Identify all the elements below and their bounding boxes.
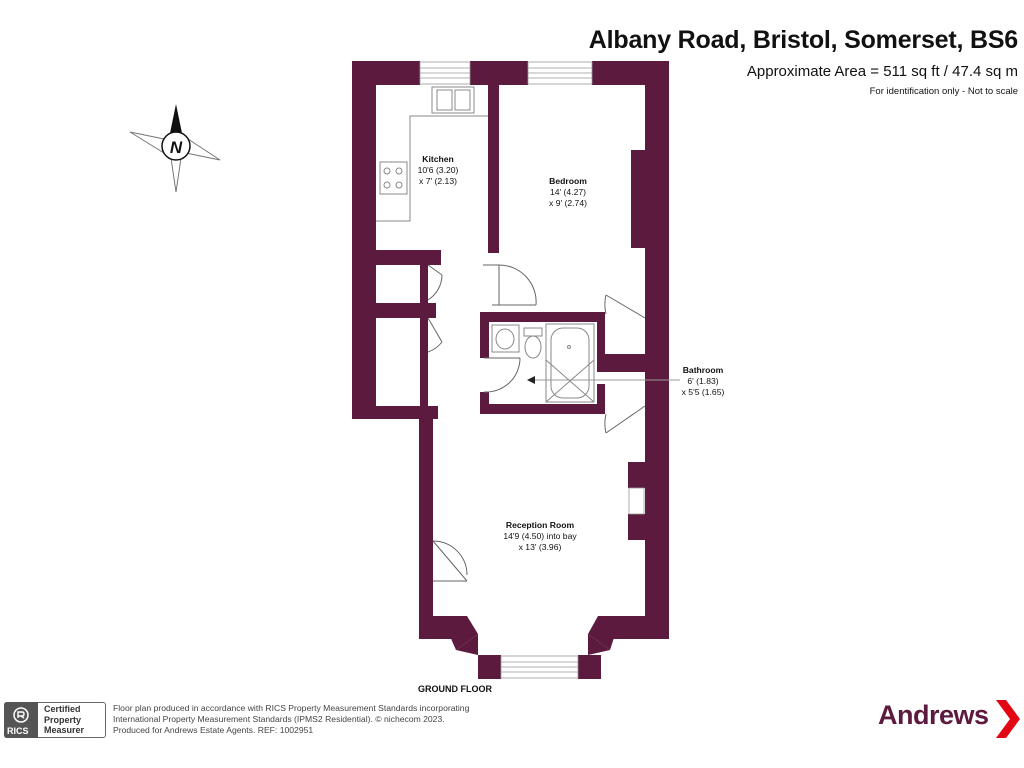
approximate-area: Approximate Area = 511 sq ft / 47.4 sq m: [746, 63, 1018, 80]
brand-logo: Andrews: [878, 700, 989, 730]
rics-line1: Certified: [44, 704, 81, 714]
reception-dim1: 14'9 (4.50) into bay: [503, 531, 577, 541]
footer-line1: Floor plan produced in accordance with R…: [113, 703, 470, 713]
reception-name: Reception Room: [506, 520, 575, 530]
kitchen-dim2: x 7' (2.13): [419, 176, 457, 186]
windows: [419, 61, 645, 679]
compass-icon: N: [129, 104, 221, 193]
bathroom-pointer: [527, 376, 680, 384]
bathroom-dim1: 6' (1.83): [687, 376, 718, 386]
walls: [352, 61, 669, 679]
scale-note: For identification only - Not to scale: [869, 86, 1018, 97]
bedroom-dim1: 14' (4.27): [550, 187, 586, 197]
rics-logo-icon: RICS: [4, 702, 38, 738]
rics-line2: Property: [44, 714, 82, 725]
rics-badge: RICS Certified Property Measurer: [4, 702, 106, 738]
bathroom-name: Bathroom: [683, 365, 724, 375]
doors: [427, 264, 646, 582]
footer-line3: Produced for Andrews Estate Agents. REF:…: [113, 725, 314, 735]
bedroom-name: Bedroom: [549, 176, 587, 186]
bathroom-dim2: x 5'5 (1.65): [682, 387, 725, 397]
brand-chevron-icon: [996, 700, 1020, 738]
floor-plan: N: [129, 61, 725, 679]
footer-line2: International Property Measurement Stand…: [113, 714, 445, 724]
footer-note: Floor plan produced in accordance with R…: [113, 703, 469, 736]
kitchen-dim1: 10'6 (3.20): [418, 165, 459, 175]
floor-label: GROUND FLOOR: [418, 684, 492, 694]
bedroom-dim2: x 9' (2.74): [549, 198, 587, 208]
kitchen-fittings: [376, 86, 488, 222]
rics-acronym: RICS: [7, 726, 29, 736]
property-title: Albany Road, Bristol, Somerset, BS6: [588, 26, 1018, 54]
rics-line3: Measurer: [44, 725, 85, 735]
compass-letter: N: [170, 138, 183, 157]
kitchen-name: Kitchen: [422, 154, 454, 164]
bathroom-fittings: [491, 323, 595, 403]
reception-dim2: x 13' (3.96): [519, 542, 562, 552]
